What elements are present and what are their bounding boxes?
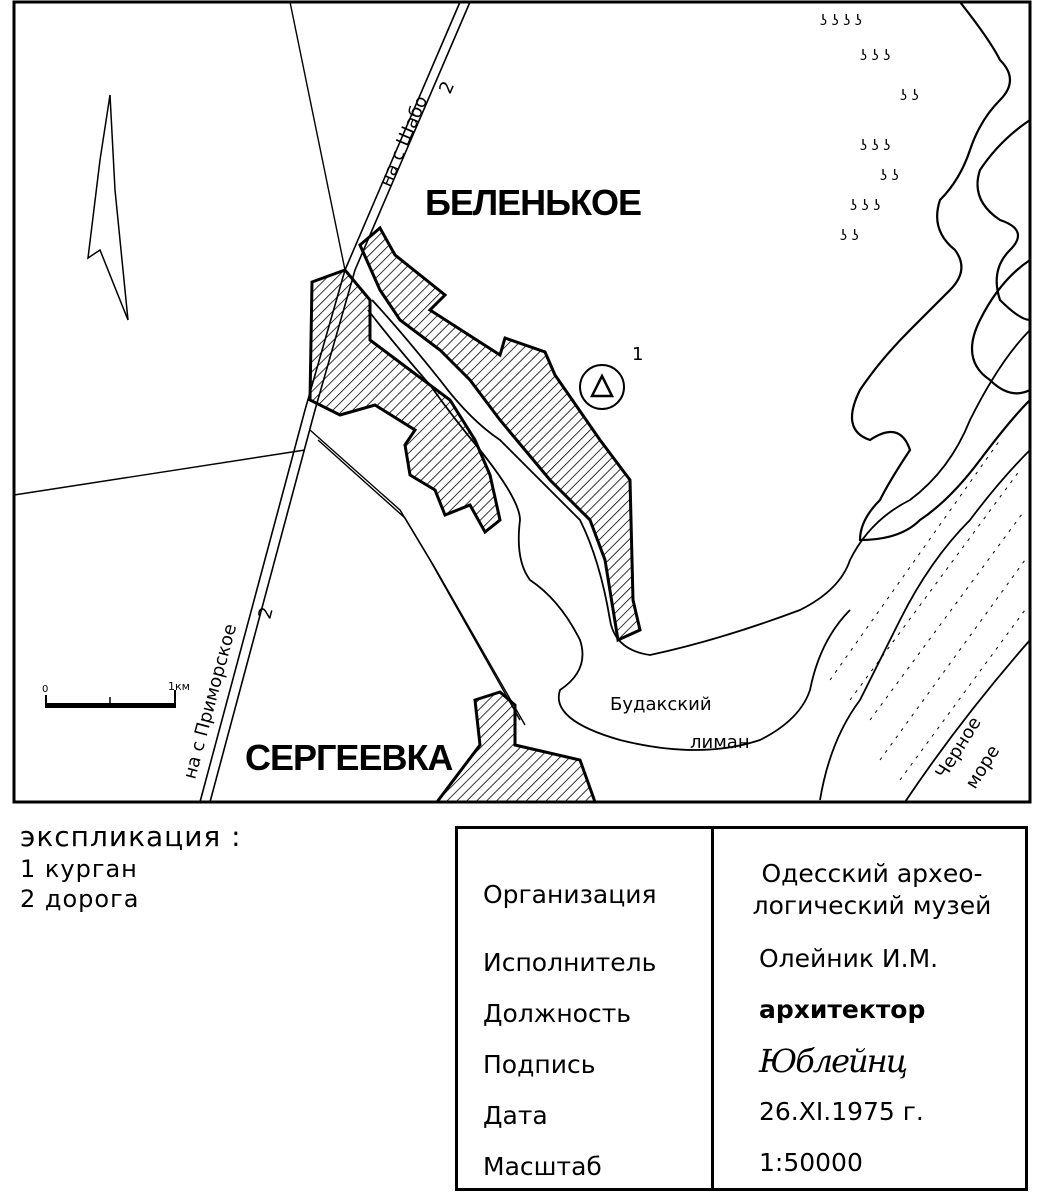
legend-title: экспликация :	[20, 820, 242, 853]
field-boundaries	[13, 1, 526, 726]
road-marker-south: 2	[255, 605, 278, 621]
site-map: ʖ ʖ ʖ ʖ ʖ ʖ ʖ ʖ ʖ ʖ ʖ ʖ ʖ ʖ ʖ ʖ ʖ ʖ ʖ 1 …	[12, 0, 1032, 804]
label-organization: Организация	[483, 879, 657, 909]
sea-shore-hatching	[829, 439, 1026, 781]
liman-label-2: лиман	[690, 732, 750, 753]
value-executor: Олейник И.М.	[759, 944, 939, 973]
marsh-symbols: ʖ ʖ ʖ ʖ ʖ ʖ ʖ ʖ ʖ ʖ ʖ ʖ ʖ ʖ ʖ ʖ ʖ ʖ ʖ	[820, 13, 919, 244]
label-scale: Масштаб	[483, 1152, 602, 1181]
org-line-1: Одесский архео-	[761, 859, 983, 888]
legend-item: 1 курган	[20, 855, 138, 883]
org-line-2: логический музей	[752, 891, 992, 920]
label-executor: Исполнитель	[483, 948, 657, 977]
svg-text:ʖ ʖ: ʖ ʖ	[840, 228, 859, 244]
svg-text:ʖ ʖ ʖ: ʖ ʖ ʖ	[860, 48, 890, 64]
value-organization: Одесский архео- логический музей	[734, 847, 1025, 933]
value-position: архитектор	[759, 995, 926, 1024]
north-arrow-icon	[87, 94, 129, 321]
scale-bar: 0 1км	[42, 680, 190, 708]
legend: экспликация : 1 курган 2 дорога	[20, 820, 242, 914]
legend-item: 2 дорога	[20, 885, 140, 913]
scale-zero: 0	[42, 684, 48, 695]
kurgan-marker: 1	[579, 344, 643, 410]
svg-text:ʖ ʖ: ʖ ʖ	[880, 168, 899, 184]
settlement-belenkoe	[308, 225, 642, 643]
town-label-sergeevka: СЕРГЕЕВКА	[245, 737, 453, 778]
value-date: 26.XI.1975 г.	[759, 1097, 924, 1126]
liman-label-1: Будакский	[610, 694, 712, 715]
label-position: Должность	[483, 999, 632, 1028]
scale-unit: 1км	[168, 680, 190, 693]
coastline	[850, 1, 1031, 542]
kurgan-number: 1	[632, 344, 643, 365]
signature: Юблейнц	[759, 1041, 908, 1080]
town-label-belenkoe: БЕЛЕНЬКОЕ	[425, 182, 641, 223]
svg-text:ʖ ʖ ʖ ʖ: ʖ ʖ ʖ ʖ	[820, 13, 862, 29]
svg-text:ʖ ʖ ʖ: ʖ ʖ ʖ	[850, 198, 880, 214]
label-date: Дата	[483, 1101, 548, 1130]
title-block-values: Одесский архео- логический музей Олейник…	[714, 829, 1025, 1188]
value-scale: 1:50000	[759, 1148, 863, 1177]
label-signature: Подпись	[483, 1050, 596, 1079]
settlement-sergeevka	[433, 690, 598, 804]
title-block: Организация Исполнитель Должность Подпис…	[455, 826, 1028, 1191]
svg-text:ʖ ʖ: ʖ ʖ	[900, 88, 919, 104]
title-block-labels: Организация Исполнитель Должность Подпис…	[458, 829, 714, 1188]
svg-text:ʖ ʖ ʖ: ʖ ʖ ʖ	[860, 138, 890, 154]
